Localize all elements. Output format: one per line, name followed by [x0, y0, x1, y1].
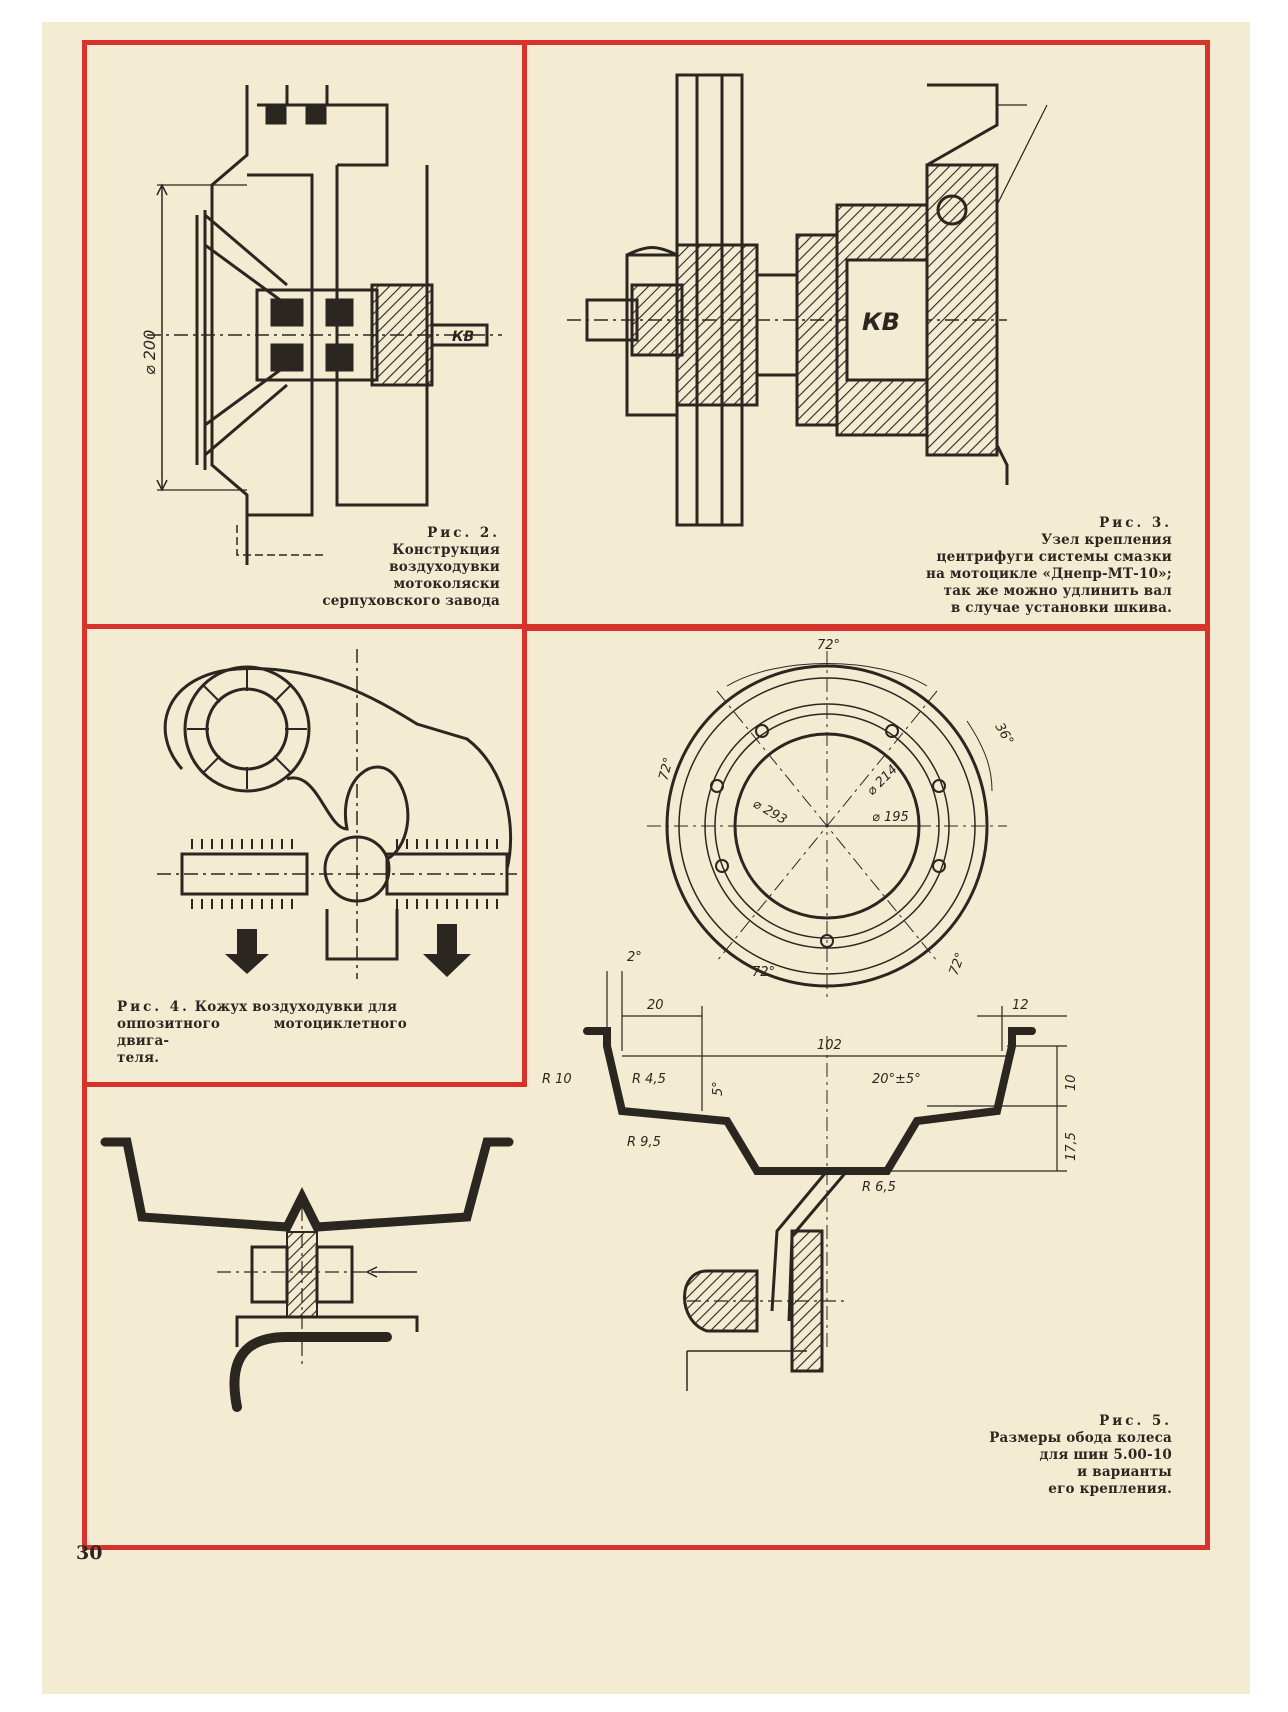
fig5-dim-r10: R 10	[542, 1072, 572, 1087]
red-frame	[82, 40, 1210, 1550]
figure-2-caption-line: мотоколяски	[393, 576, 500, 592]
fig5-dim-bottom-left-angle: 72°	[752, 965, 775, 980]
page-sheet: ⌀ 200 КВ Рис. 2. Конструкция воздуходувк…	[42, 22, 1250, 1694]
fig5-dim-bottom-right-angle: 72°	[947, 951, 969, 978]
fig5-dim-w12: 12	[1012, 998, 1029, 1013]
figure-5-caption-line: и варианты	[1077, 1464, 1172, 1480]
airflow-arrow-right	[423, 924, 471, 977]
figure-2-caption-line: воздуходувки	[389, 559, 500, 575]
fig5-dim-d214: ⌀ 214	[864, 762, 901, 799]
figure-5-caption-line: для шин 5.00-10	[1039, 1447, 1172, 1463]
fig5-dim-d293: ⌀ 293	[750, 796, 789, 827]
figure-rim-variant	[87, 1087, 522, 1537]
divider-lower-horizontal	[82, 1082, 527, 1087]
figure-3-caption: Рис. 3. Узел крепления центрифуги систем…	[842, 515, 1172, 617]
fig5-dim-h175: 17,5	[1064, 1132, 1079, 1161]
fig5-dim-left-angle: 72°	[656, 756, 676, 782]
figure-5-label: Рис. 5.	[1099, 1413, 1172, 1429]
figure-4-caption-line: теля.	[117, 1050, 160, 1066]
figure-5-caption-line: Размеры обода колеса	[989, 1430, 1172, 1446]
figure-3-drawing: КВ	[567, 73, 1048, 527]
fig5-dim-w20: 20	[647, 998, 664, 1013]
fig2-diameter-dim: ⌀ 200	[140, 330, 159, 375]
figure-5-drawing: 72° 36° 72° 72° 72° ⌀ 293 ⌀ 214 ⌀ 195 2°…	[542, 638, 1079, 1391]
figure-3: КВ Рис. 3. Узел крепления центрифуги сис…	[527, 45, 1200, 624]
figure-4-caption: Рис. 4. Кожух воздуходувки для оппозитно…	[117, 999, 407, 1067]
fig5-dim-r65: R 6,5	[862, 1180, 896, 1195]
divider-top-vertical	[522, 40, 527, 628]
figure-4-caption-line: оппозитного мотоциклетного двига-	[117, 1016, 407, 1049]
page-number: 30	[76, 1542, 103, 1564]
fig5-dim-top-angle: 72°	[817, 638, 840, 653]
figure-4-drawing	[157, 649, 517, 979]
figure-5: 72° 36° 72° 72° 72° ⌀ 293 ⌀ 214 ⌀ 195 2°…	[527, 631, 1200, 1536]
fig5-dim-r95: R 9,5	[627, 1135, 661, 1150]
fig5-dim-r45: R 4,5	[632, 1072, 666, 1087]
divider-top-horizontal	[82, 624, 1205, 629]
figure-2-caption-line: серпуховского завода	[322, 593, 500, 609]
figure-4: Рис. 4. Кожух воздуходувки для оппозитно…	[87, 629, 522, 1082]
fig5-dim-angle2: 2°	[627, 950, 642, 965]
figure-2-caption-line: Конструкция	[392, 542, 500, 558]
figure-5-caption-line: его крепления.	[1048, 1481, 1172, 1497]
fig2-shaft-label: КВ	[452, 329, 474, 345]
fig5-dim-right-angle: 36°	[992, 721, 1017, 748]
rim-variant-drawing	[100, 1137, 514, 1412]
figure-2-drawing: ⌀ 200 КВ	[140, 85, 502, 565]
figure-4-caption-text: Кожух воздуходувки для	[194, 999, 398, 1015]
divider-lower-right-top	[527, 628, 1205, 631]
airflow-arrow-left	[225, 929, 269, 974]
figure-2-label: Рис. 2.	[427, 525, 500, 541]
figure-4-label: Рис. 4.	[117, 999, 190, 1015]
fig5-dim-d195: ⌀ 195	[872, 810, 909, 825]
fig5-dim-w102: 102	[817, 1038, 842, 1053]
figure-3-label: Рис. 3.	[1099, 515, 1172, 531]
figure-4-caption-line-1: Рис. 4. Кожух воздуходувки для	[117, 999, 407, 1016]
figure-3-caption-line: центрифуги системы смазки	[936, 549, 1172, 565]
fig3-shaft-label: КВ	[862, 308, 900, 336]
fig5-dim-a5: 5°	[711, 1081, 726, 1096]
figure-3-caption-line: на мотоцикле «Днепр-МТ-10»;	[925, 566, 1172, 582]
figure-3-caption-line: так же можно удлинить вал	[943, 583, 1172, 599]
fig5-dim-h10: 10	[1064, 1074, 1079, 1091]
figure-3-caption-line: в случае установки шкива.	[950, 600, 1172, 616]
figure-2-caption: Рис. 2. Конструкция воздуходувки мотокол…	[280, 525, 500, 610]
fig5-dim-a20: 20°±5°	[872, 1072, 921, 1087]
figure-5-caption: Рис. 5. Размеры обода колеса для шин 5.0…	[932, 1413, 1172, 1498]
figure-2: ⌀ 200 КВ Рис. 2. Конструкция воздуходувк…	[87, 45, 522, 624]
figure-3-caption-line: Узел крепления	[1041, 532, 1172, 548]
divider-middle-vertical	[522, 624, 527, 1086]
